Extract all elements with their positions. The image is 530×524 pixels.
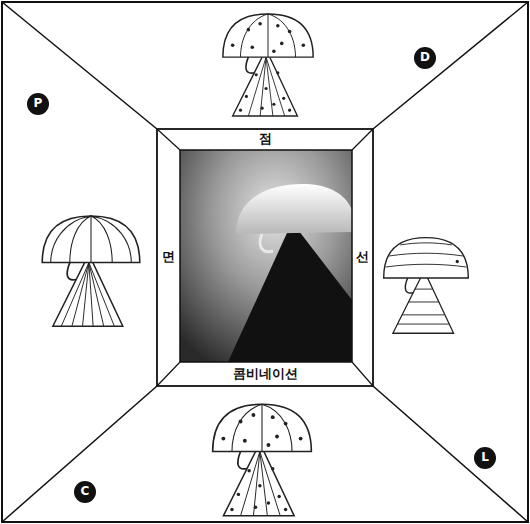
letter-badge: D: [414, 47, 436, 69]
letter-badge: P: [27, 93, 49, 115]
inner-frame-box: 점면 선콤비네이션: [157, 129, 373, 386]
badge-letter: D: [420, 51, 430, 64]
badge-letter: P: [34, 97, 43, 110]
frame-label: 면: [162, 250, 175, 264]
frame-label: 선: [356, 250, 369, 264]
letter-badge: L: [474, 447, 496, 469]
center-photo: [180, 150, 352, 362]
umbrella-sketch: [223, 14, 313, 116]
photo-border: [180, 150, 352, 362]
umbrella-sketch: [42, 216, 140, 326]
inner-frame: [157, 129, 373, 386]
frame-bevel: [157, 129, 373, 386]
badge-letter: L: [481, 451, 489, 464]
badge-letter: C: [81, 485, 90, 498]
umbrella-sketch: [213, 404, 312, 516]
umbrella-sketch: [384, 238, 469, 334]
frame-label: 콤비네이션: [233, 367, 298, 381]
frame-label: 점: [259, 132, 272, 146]
letter-badge: C: [74, 481, 96, 503]
